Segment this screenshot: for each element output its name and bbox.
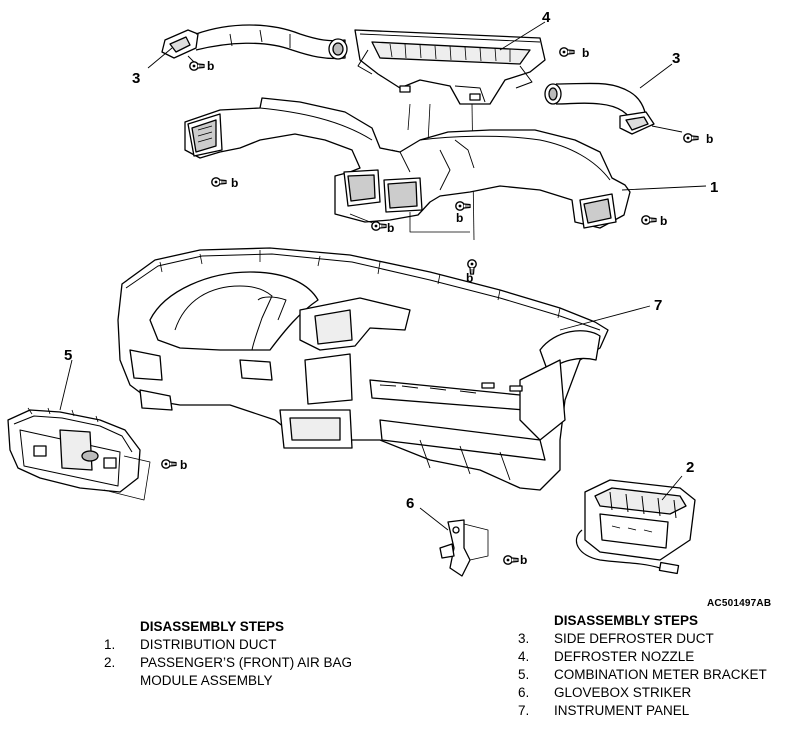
defroster-nozzle [354,29,546,105]
fastener-label: b [582,46,589,60]
instrument-panel [117,247,609,491]
step-number: 6. [518,685,530,700]
step-text: COMBINATION METER BRACKET [554,667,767,682]
disassembly-steps-left: DISASSEMBLY STEPS 1. DISTRIBUTION DUCT 2… [104,618,352,690]
fastener-label: b [660,214,667,228]
figure-code: AC501497AB [707,598,772,609]
bolt-fastener [161,459,177,469]
step-number: 4. [518,649,530,664]
step-item: 7. INSTRUMENT PANEL [518,702,767,720]
step-text: PASSENGER’S (FRONT) AIR BAG MODULE ASSEM… [140,655,353,688]
step-item: 3. SIDE DEFROSTER DUCT [518,630,767,648]
fastener-label: b [520,553,527,567]
bolt-fastener [641,215,657,225]
step-number: 2. [104,655,116,670]
fastener-label: b [387,221,394,235]
step-text: GLOVEBOX STRIKER [554,685,692,700]
callout-2: 2 [686,459,694,476]
step-text: DEFROSTER NOZZLE [554,649,695,664]
step-number: 1. [104,637,116,652]
bolt-fastener [455,201,471,211]
step-item: 2. PASSENGER’S (FRONT) AIR BAG MODULE AS… [104,654,352,690]
callout-1: 1 [710,179,718,196]
step-item: 4. DEFROSTER NOZZLE [518,648,767,666]
side-defroster-duct-left [161,24,348,60]
exploded-view-diagram: b b b b b b b b b b 1 2 3 3 4 5 6 7 [7,9,718,577]
step-number: 7. [518,703,530,718]
callout-5: 5 [64,347,72,364]
bolt-fastener [503,555,519,565]
callout-7: 7 [654,297,662,314]
bolt-fastener [559,47,575,57]
callout-3-left: 3 [132,70,140,87]
fastener-label: b [180,458,187,472]
disassembly-steps-right: DISASSEMBLY STEPS 3. SIDE DEFROSTER DUCT… [518,612,767,720]
callout-4: 4 [542,9,551,26]
bolt-fastener [371,221,387,231]
fastener-label: b [466,271,473,285]
bolt-fastener [189,61,205,71]
fastener-label: b [231,176,238,190]
step-text: SIDE DEFROSTER DUCT [554,631,714,646]
steps-heading: DISASSEMBLY STEPS [554,613,699,628]
fastener-label: b [706,132,713,146]
callout-3-right: 3 [672,50,680,67]
side-defroster-duct-right [544,82,655,135]
step-number: 5. [518,667,530,682]
bolt-fastener [211,177,227,187]
step-text: DISTRIBUTION DUCT [140,637,277,652]
step-item: 5. COMBINATION METER BRACKET [518,666,767,684]
bolt-fastener [683,133,699,143]
step-number: 3. [518,631,530,646]
fastener-label: b [207,59,214,73]
glovebox-striker [439,519,471,577]
passenger-air-bag-module [576,479,696,575]
callout-6: 6 [406,495,414,512]
step-text: INSTRUMENT PANEL [554,703,690,718]
step-item: 6. GLOVEBOX STRIKER [518,684,767,702]
distribution-duct [184,97,631,229]
fastener-label: b [456,211,463,225]
step-item: 1. DISTRIBUTION DUCT [104,636,352,654]
combination-meter-bracket [7,407,141,493]
steps-heading: DISASSEMBLY STEPS [140,619,285,634]
